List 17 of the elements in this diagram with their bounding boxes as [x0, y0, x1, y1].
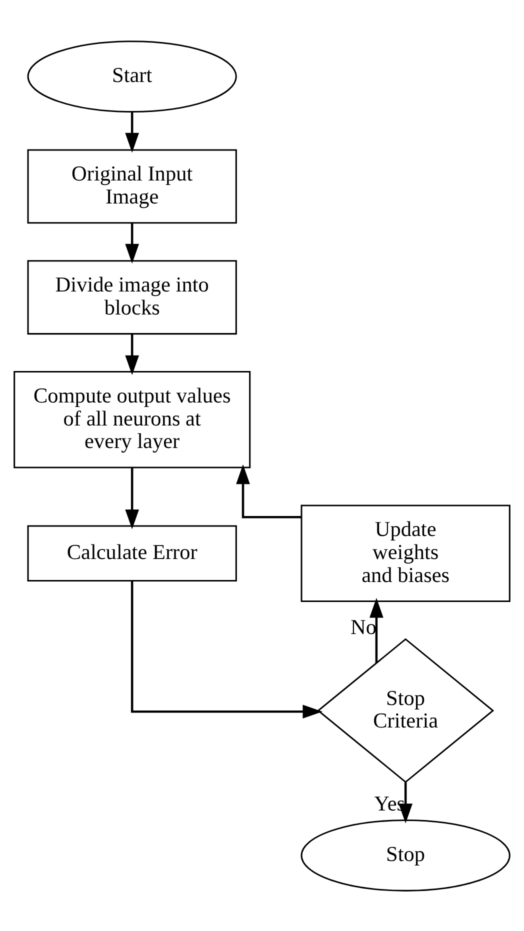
node-diamond: Stop Criteria [317, 638, 494, 783]
node-box: Divide image into blocks [27, 260, 237, 334]
edge-label: No [350, 614, 377, 639]
node-ellipse: Start [27, 40, 237, 112]
node-box: Compute output values of all neurons at every layer [14, 370, 251, 468]
arrow [125, 334, 140, 375]
node-box: Update weights and biases [300, 504, 510, 602]
node-ellipse: Stop [300, 819, 510, 891]
arrow [125, 222, 140, 264]
node-box: Calculate Error [27, 524, 237, 581]
arrow [130, 580, 322, 718]
arrow [236, 464, 302, 518]
arrow [370, 597, 384, 663]
arrow [125, 467, 140, 529]
node-box: Original Input Image [27, 148, 237, 224]
arrow [398, 782, 412, 823]
arrow [125, 112, 140, 152]
